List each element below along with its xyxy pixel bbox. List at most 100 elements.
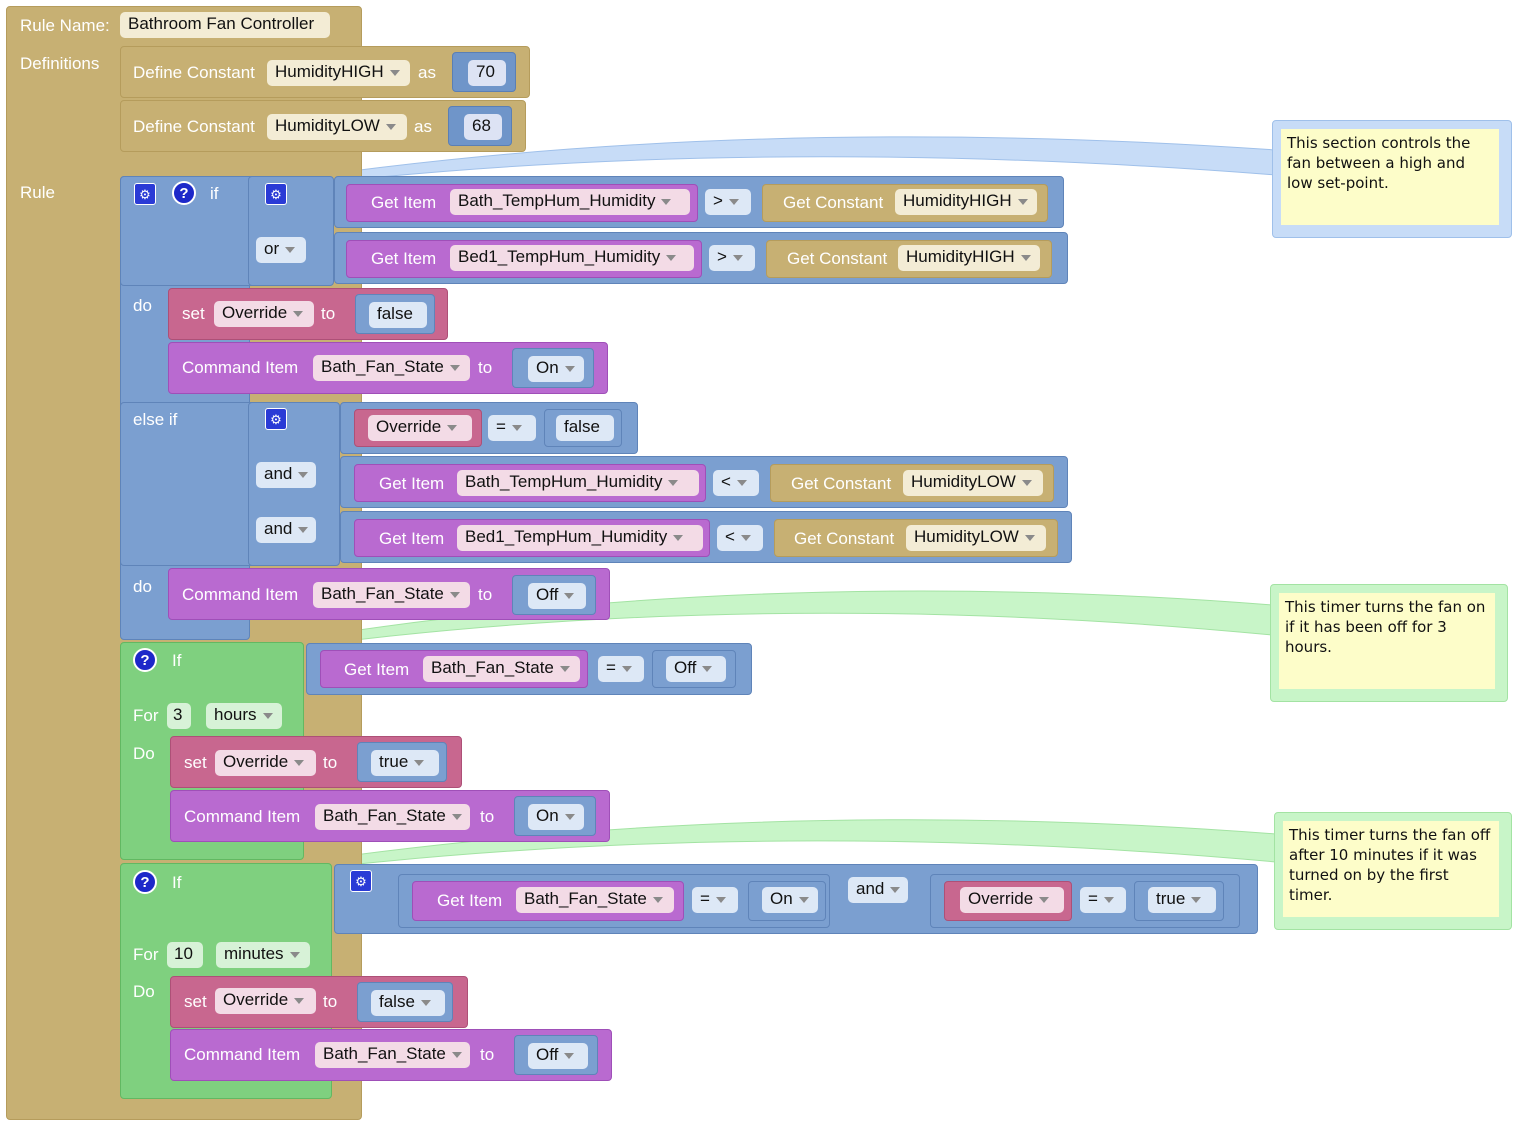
help-icon[interactable]: ? [172,181,196,205]
variable-dropdown[interactable]: Override [960,887,1064,913]
boolean-field[interactable]: false [369,302,427,328]
boolean-dropdown[interactable]: true [371,750,439,776]
chevron-down-icon [451,1051,462,1058]
state-dropdown[interactable]: Off [528,1043,588,1069]
item-dropdown[interactable]: Bath_Fan_State [313,355,470,381]
time-unit-dropdown[interactable]: hours [206,703,282,729]
chevron-down-icon [661,198,672,205]
and-dropdown[interactable]: and [256,462,316,488]
constant-dropdown[interactable]: HumidityHIGH [895,189,1037,215]
chevron-down-icon [420,999,431,1006]
item-dropdown[interactable]: Bath_TempHum_Humidity [457,470,699,496]
operator-dropdown[interactable]: = [598,656,644,682]
item-dropdown[interactable]: Bed1_TempHum_Humidity [457,525,703,551]
rule-label: Rule [20,183,55,202]
chevron-down-icon [385,123,396,130]
or-dropdown[interactable]: or [256,237,306,263]
and-dropdown[interactable]: and [256,517,316,543]
comment-bubble[interactable]: This timer turns the fan on if it has be… [1270,584,1508,702]
chevron-down-icon [740,534,751,541]
chevron-down-icon [890,886,901,893]
chevron-down-icon [1103,896,1114,903]
variable-dropdown[interactable]: Override [214,301,314,327]
chevron-down-icon [1021,479,1032,486]
operator-dropdown[interactable]: = [692,887,738,913]
operator-dropdown[interactable]: < [713,470,759,496]
constant-dropdown[interactable]: HumidityLOW [906,525,1046,551]
chevron-down-icon [564,1052,575,1059]
state-dropdown[interactable]: On [528,356,584,382]
or-logic-block[interactable] [248,176,334,286]
constant-name-dropdown[interactable]: HumidityLOW [267,114,407,140]
gear-icon[interactable]: ⚙ [265,408,287,430]
operator-dropdown[interactable]: < [717,525,763,551]
comment-text[interactable]: This timer turns the fan off after 10 mi… [1283,821,1499,917]
comment-bubble[interactable]: This section controls the fan between a … [1272,120,1512,238]
comment-text[interactable]: This section controls the fan between a … [1281,129,1499,225]
chevron-down-icon [289,951,300,958]
chevron-down-icon [621,665,632,672]
set-label: set [182,304,205,323]
variable-dropdown[interactable]: Override [368,415,472,441]
variable-dropdown[interactable]: Override [215,988,316,1014]
to-label: to [478,358,493,377]
state-dropdown[interactable]: Off [666,656,726,682]
define-constant-label: Define Constant [133,117,255,136]
chevron-down-icon [298,526,309,533]
to-label: to [480,1045,495,1064]
rule-name-field[interactable]: Bathroom Fan Controller [120,12,330,38]
comment-text[interactable]: This timer turns the fan on if it has be… [1279,593,1495,689]
gear-icon[interactable]: ⚙ [265,183,287,205]
chevron-down-icon [559,665,570,672]
help-icon[interactable]: ? [133,870,157,894]
else-if-label: else if [133,410,178,429]
get-constant-label: Get Constant [791,474,892,493]
operator-dropdown[interactable]: > [709,245,755,271]
item-dropdown[interactable]: Bath_Fan_State [313,582,470,608]
state-dropdown[interactable]: On [762,887,818,913]
item-dropdown[interactable]: Bed1_TempHum_Humidity [450,245,694,271]
constant-dropdown[interactable]: HumidityHIGH [898,245,1040,271]
item-dropdown[interactable]: Bath_Fan_State [516,887,674,913]
if-label: If [172,651,182,670]
get-item-label: Get Item [371,249,437,268]
get-item-label: Get Item [379,529,445,548]
item-dropdown[interactable]: Bath_TempHum_Humidity [450,189,690,215]
number-field[interactable]: 70 [468,60,506,86]
state-dropdown[interactable]: Off [528,583,586,609]
item-dropdown[interactable]: Bath_Fan_State [423,656,580,682]
chevron-down-icon [511,424,522,431]
operator-dropdown[interactable]: = [488,415,536,441]
boolean-dropdown[interactable]: false [371,990,445,1016]
variable-dropdown[interactable]: Override [215,750,316,776]
help-icon[interactable]: ? [133,648,157,672]
duration-field[interactable]: 10 [167,942,203,968]
chevron-down-icon [294,997,305,1004]
to-label: to [323,992,338,1011]
command-item-label: Command Item [184,807,301,826]
boolean-dropdown[interactable]: true [1148,887,1216,913]
chevron-down-icon [673,534,684,541]
get-constant-label: Get Constant [794,529,895,548]
state-dropdown[interactable]: On [528,804,584,830]
gear-icon[interactable]: ⚙ [350,870,372,892]
constant-name-dropdown[interactable]: HumidityHIGH [267,60,410,86]
chevron-down-icon [732,254,743,261]
gear-icon[interactable]: ⚙ [134,183,156,205]
number-field[interactable]: 68 [464,114,502,140]
time-unit-dropdown[interactable]: minutes [216,942,310,968]
item-dropdown[interactable]: Bath_Fan_State [315,1042,470,1068]
chevron-down-icon [294,759,305,766]
and-dropdown[interactable]: and [848,877,908,903]
operator-dropdown[interactable]: > [705,189,751,215]
duration-field[interactable]: 3 [167,703,191,729]
chevron-down-icon [728,198,739,205]
item-dropdown[interactable]: Bath_Fan_State [315,804,470,830]
comment-bubble[interactable]: This timer turns the fan off after 10 mi… [1274,812,1512,930]
operator-dropdown[interactable]: = [1080,887,1126,913]
chevron-down-icon [449,591,460,598]
for-label: For [133,945,159,964]
constant-dropdown[interactable]: HumidityLOW [903,470,1043,496]
chevron-down-icon [447,424,458,431]
boolean-field[interactable]: false [556,415,614,441]
